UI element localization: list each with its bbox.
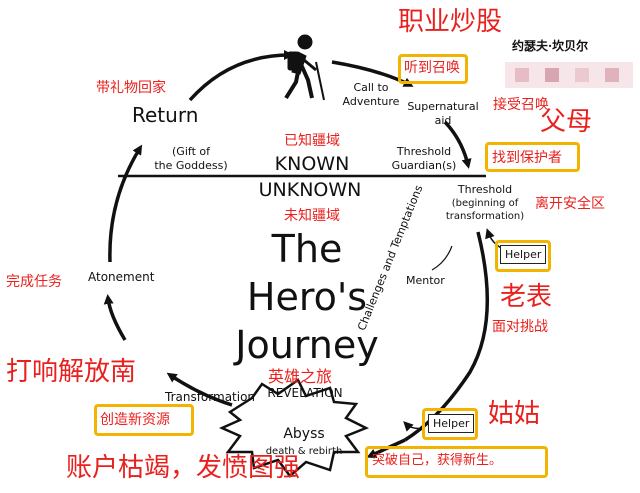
author-name: 约瑟夫·坎贝尔 [512, 39, 589, 53]
annotation-find-protector: 找到保护者 [492, 150, 562, 166]
annotation-aunt: 姑姑 [488, 399, 541, 429]
arc-left-upper [108, 144, 143, 263]
annotation-accept-call: 接受召唤 [493, 97, 549, 113]
unknown-label: UNKNOWN [258, 179, 362, 201]
blur-block [575, 68, 589, 82]
call-to-adventure-line-1: Call to [353, 81, 389, 94]
main-title-line-2: Hero's [246, 275, 368, 319]
annotation-career: 职业炒股 [398, 7, 503, 37]
highlight-create-resources [94, 404, 194, 436]
transformation-label: Transformation [165, 390, 256, 404]
threshold-line-1: Threshold [457, 183, 513, 196]
highlight-hear-call [398, 54, 468, 84]
annotation-leave-safety: 离开安全区 [535, 196, 605, 212]
main-title-line-3: Journey [235, 323, 379, 367]
known-cn-label: 已知疆域 [284, 133, 340, 149]
annotation-face-challenge: 面对挑战 [492, 319, 548, 335]
annotation-complete-task: 完成任务 [6, 274, 62, 290]
blur-block [515, 68, 529, 82]
annotation-beat-south: 打响解放南 [6, 357, 137, 387]
annotation-parents: 父母 [540, 107, 593, 137]
threshold-line-2: (beginning of [451, 198, 519, 209]
arc-right-upper [443, 120, 472, 169]
arc-left-lower [103, 294, 127, 341]
highlight-helper-upper [495, 240, 551, 272]
revelation-label: REVELATION [267, 386, 343, 400]
annotation-cousin: 老表 [500, 282, 553, 312]
helper-upper-box: Helper [500, 245, 547, 264]
hiker-icon [284, 34, 325, 101]
unknown-cn-label: 未知疆域 [284, 208, 340, 224]
arc-bottom-left [166, 372, 233, 407]
highlight-find-protector [485, 142, 580, 172]
atonement-label: Atonement [88, 270, 155, 284]
annotation-bring-gift: 带礼物回家 [96, 80, 166, 96]
blur-block [605, 68, 619, 82]
death-rebirth-label: death & rebirth [265, 446, 343, 457]
annotation-hero-journey-cn: 英雄之旅 [268, 367, 333, 386]
annotation-create-resources: 创造新资源 [100, 412, 170, 428]
threshold-line-3: transformation) [445, 211, 525, 222]
gift-line-2: the Goddess) [154, 159, 228, 172]
supernatural-aid-line-1: Supernatural [407, 100, 479, 113]
mentor-arrow [431, 245, 453, 271]
call-to-adventure-line-2: Adventure [342, 95, 400, 108]
gift-line-1: (Gift of [172, 145, 210, 158]
abyss-starburst-icon [218, 378, 370, 478]
known-label: KNOWN [274, 153, 350, 175]
threshold-guardian-line-2: Guardian(s) [391, 159, 457, 172]
mentor-label: Mentor [406, 274, 445, 287]
annotation-hear-call: 听到召唤 [404, 60, 460, 76]
highlight-breakthrough [365, 446, 548, 478]
return-label: Return [132, 103, 199, 127]
helper-lower-box: Helper [428, 414, 475, 433]
annotation-breakthrough: 突破自己，获得新生。 [372, 453, 503, 468]
main-title-line-1: The [271, 227, 343, 271]
abyss-label: Abyss [283, 426, 325, 442]
blur-block [545, 68, 559, 82]
highlight-helper-lower [422, 408, 478, 440]
threshold-guardian-line-1: Threshold [396, 145, 452, 158]
supernatural-aid-line-2: aid [434, 114, 452, 127]
annotation-bankrupt: 账户枯竭，发愤图强 [66, 453, 301, 483]
arc-top-left [188, 50, 294, 102]
